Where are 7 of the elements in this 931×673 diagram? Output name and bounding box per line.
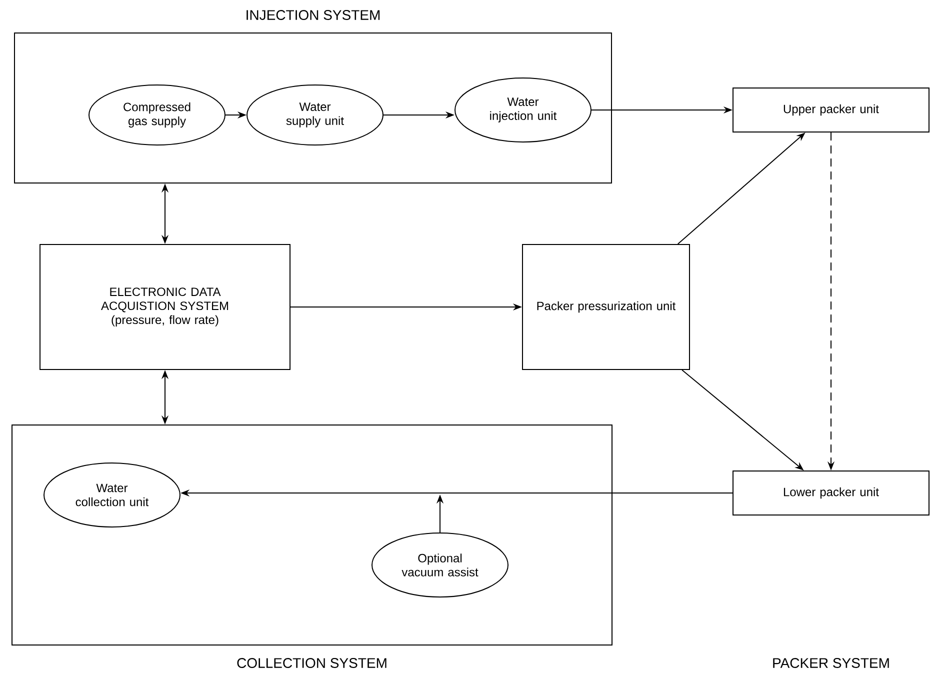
process-box: ELECTRONIC DATA ACQUISTION SYSTEM (pressure, flow rate)	[40, 244, 290, 370]
process-box: Lower packer unit	[732, 470, 930, 516]
system-label: PACKER SYSTEM	[773, 658, 889, 668]
node-label: INJECTION SYSTEM	[246, 10, 380, 20]
node-label: COLLECTION SYSTEM	[237, 658, 386, 668]
process-box: Packer pressurization unit	[522, 244, 690, 370]
process-box: Upper packer unit	[732, 88, 930, 132]
